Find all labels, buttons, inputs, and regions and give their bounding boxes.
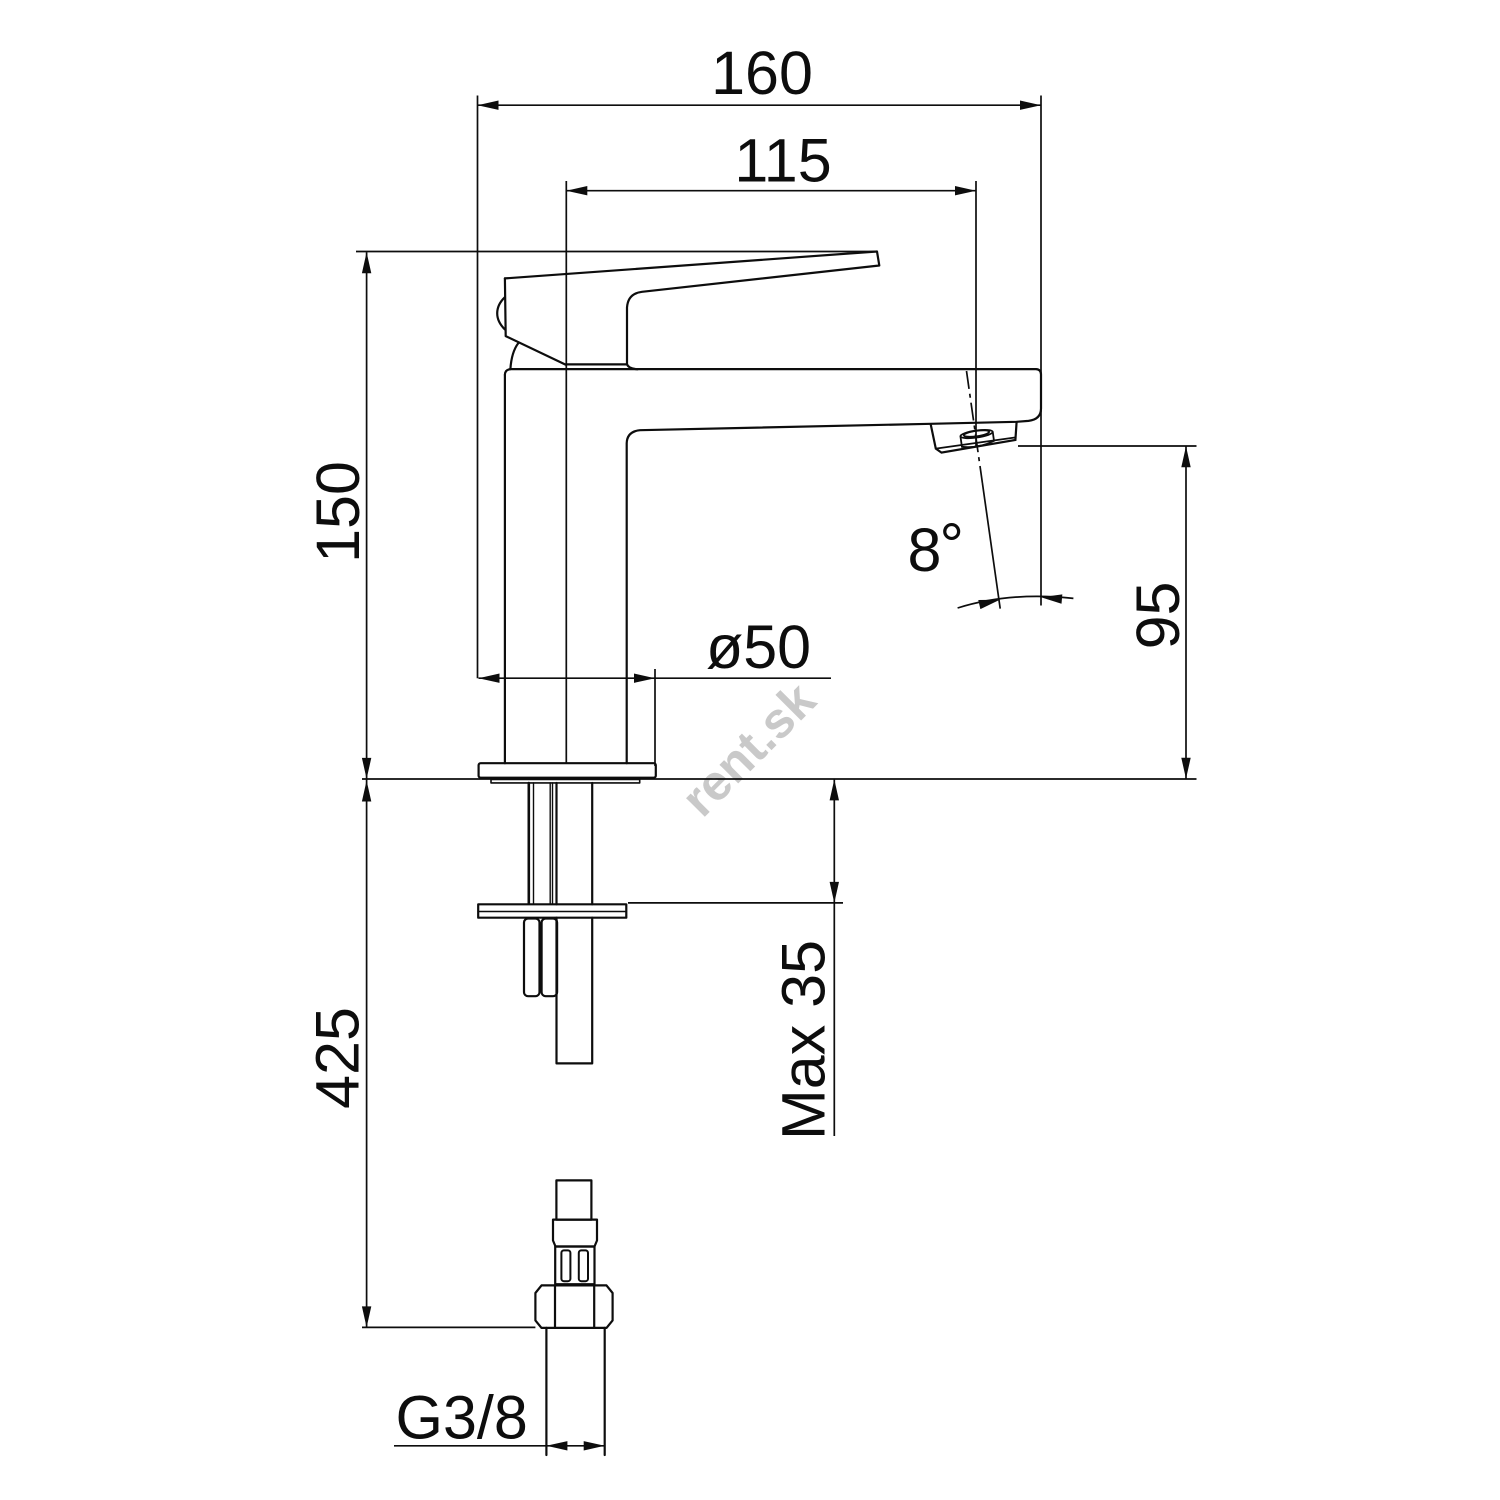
svg-text:150: 150 xyxy=(304,461,372,563)
svg-text:425: 425 xyxy=(304,1007,372,1109)
svg-text:ø50: ø50 xyxy=(706,613,811,681)
svg-text:rent.sk: rent.sk xyxy=(671,671,827,827)
svg-text:G3/8: G3/8 xyxy=(396,1384,528,1452)
svg-text:95: 95 xyxy=(1124,582,1192,650)
svg-text:115: 115 xyxy=(734,126,831,194)
svg-text:Max 35: Max 35 xyxy=(770,940,838,1140)
svg-text:160: 160 xyxy=(711,39,813,107)
svg-text:8°: 8° xyxy=(908,511,964,584)
